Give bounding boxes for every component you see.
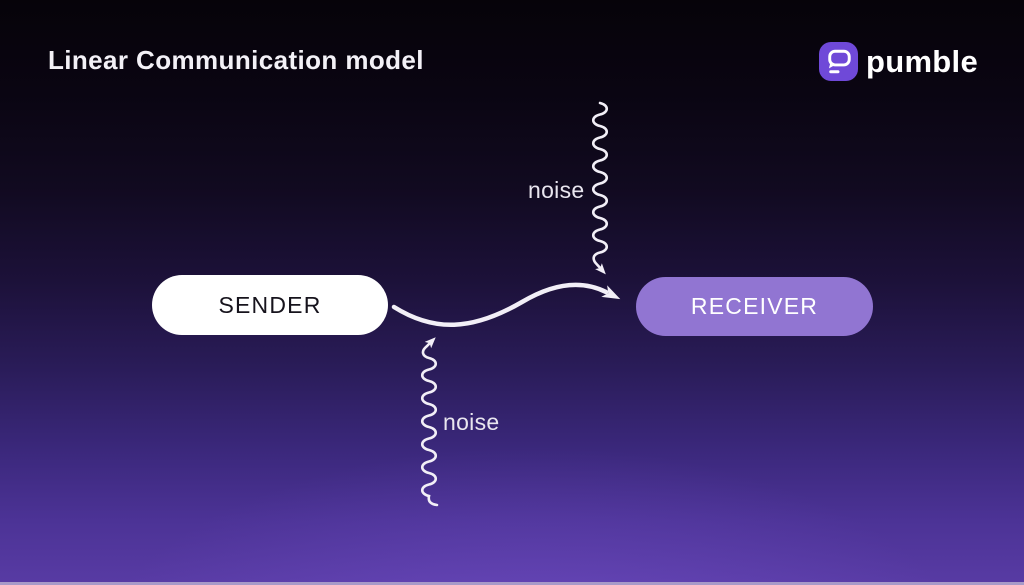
brand-logo: pumble — [818, 42, 978, 81]
bottom-edge-strip — [0, 582, 1024, 585]
sender-node: SENDER — [152, 275, 388, 335]
brand-wordmark: pumble — [865, 44, 978, 79]
receiver-label: RECEIVER — [690, 293, 819, 319]
message-arrow — [391, 282, 621, 327]
pumble-chat-bubble-icon — [818, 42, 858, 81]
page-title: Linear Communication model — [48, 45, 424, 75]
receiver-node: RECEIVER — [636, 277, 873, 336]
noise-squiggle-top — [591, 101, 609, 275]
noise-squiggle-bottom — [420, 337, 439, 507]
sender-label: SENDER — [218, 291, 322, 318]
noise-label-top: noise — [528, 177, 585, 203]
noise-label-bottom: noise — [443, 409, 500, 435]
